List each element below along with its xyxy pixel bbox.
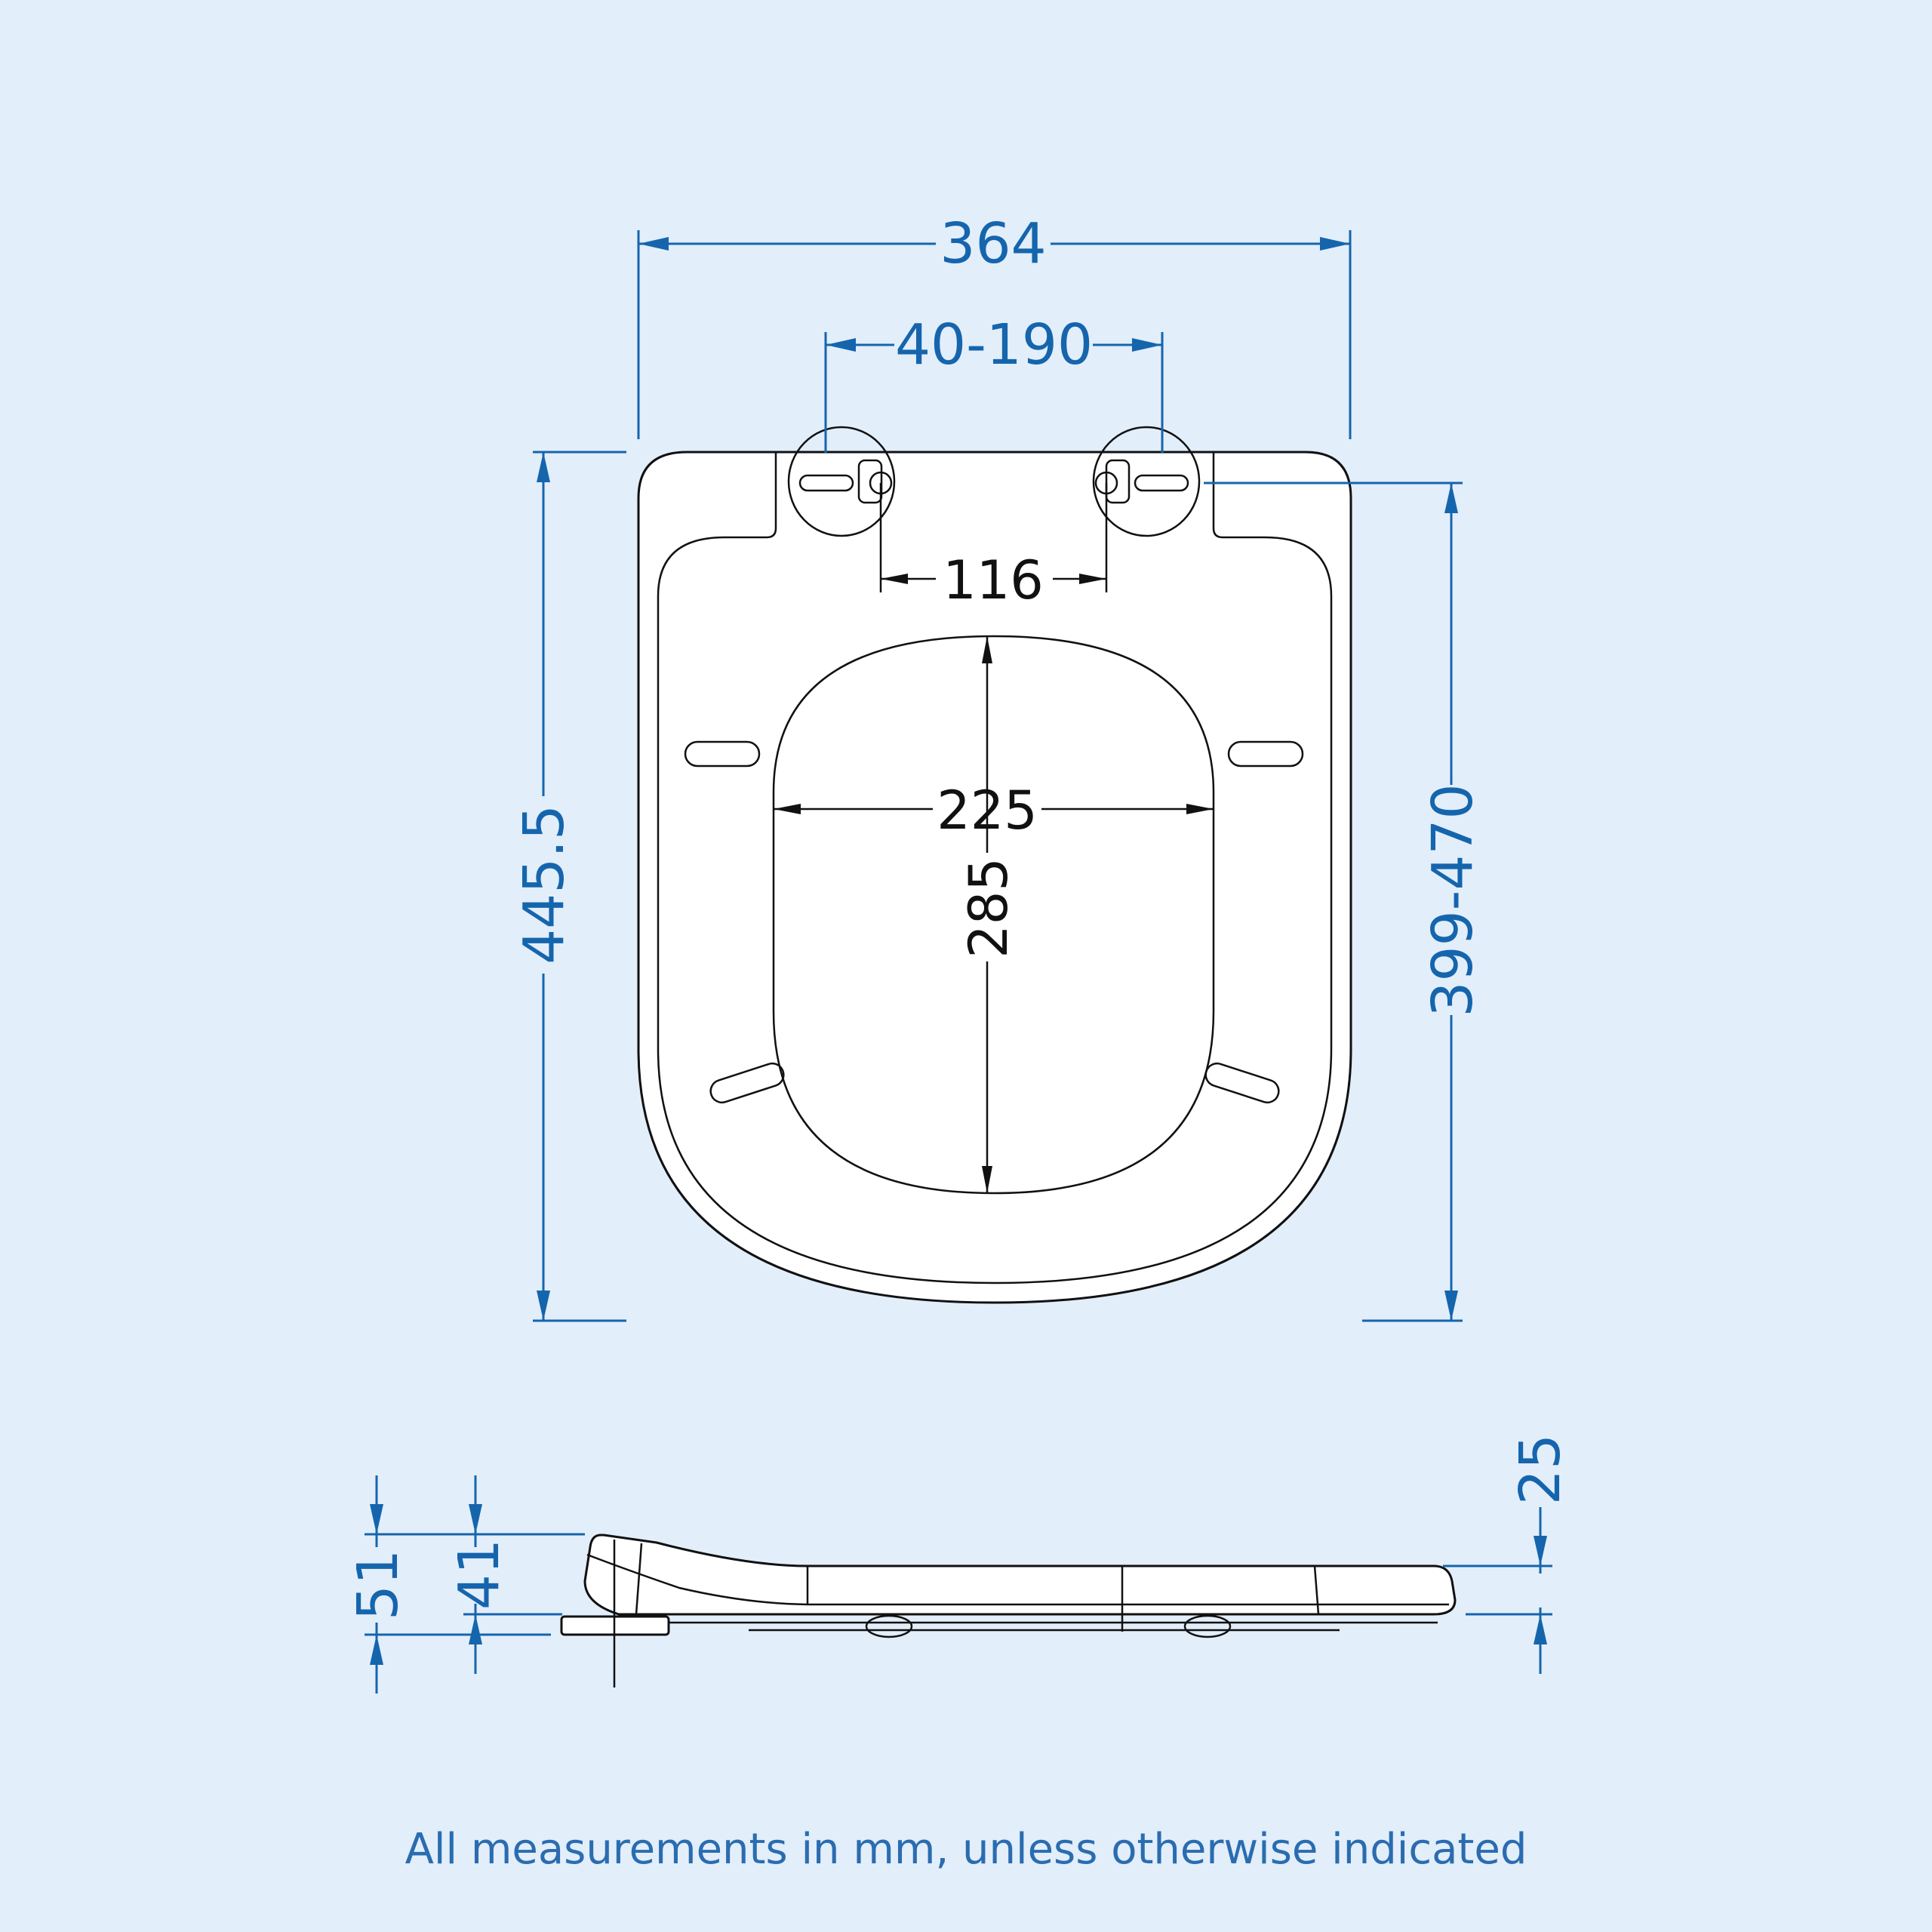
- dim-seat-rear-height: 41: [447, 1475, 562, 1674]
- footer-note: All measurements in mm, unless otherwise…: [405, 1825, 1527, 1874]
- bumper-slot: [1204, 1062, 1280, 1104]
- opening-length-label: 285: [958, 857, 1020, 958]
- seat-side-view: [560, 1534, 1457, 1687]
- dim-overall-width: 364: [637, 211, 1352, 439]
- dim-seat-front-thickness: 25: [1443, 1434, 1573, 1674]
- seat-top-view: [637, 426, 1352, 1304]
- hinge-right: [1092, 426, 1201, 537]
- bumper-slot: [684, 740, 761, 768]
- dim-hinge-spacing: 40-190: [824, 312, 1164, 453]
- hinge-left: [787, 426, 896, 537]
- dim-hinge-height: 51: [346, 1475, 585, 1694]
- dim-hinge-center: 116: [879, 483, 1108, 611]
- seat-opening: [772, 635, 1215, 1195]
- overall-width-label: 364: [940, 211, 1046, 276]
- bumper-slot: [1227, 740, 1304, 768]
- dim-fixing-to-front: 399-470: [1204, 481, 1485, 1322]
- fixing-to-front-label: 399-470: [1420, 783, 1485, 1017]
- seat-rear-height-label: 41: [447, 1539, 512, 1610]
- dim-opening-length: 285: [958, 636, 1020, 1193]
- hinge-height-label: 51: [346, 1549, 411, 1620]
- dim-overall-length: 445.5: [512, 451, 626, 1322]
- seat-front-thickness-label: 25: [1508, 1434, 1573, 1505]
- bumper-slot: [709, 1062, 785, 1104]
- hinge-spacing-label: 40-190: [895, 312, 1093, 377]
- overall-length-label: 445.5: [512, 804, 577, 964]
- hinge-center-label: 116: [943, 549, 1044, 611]
